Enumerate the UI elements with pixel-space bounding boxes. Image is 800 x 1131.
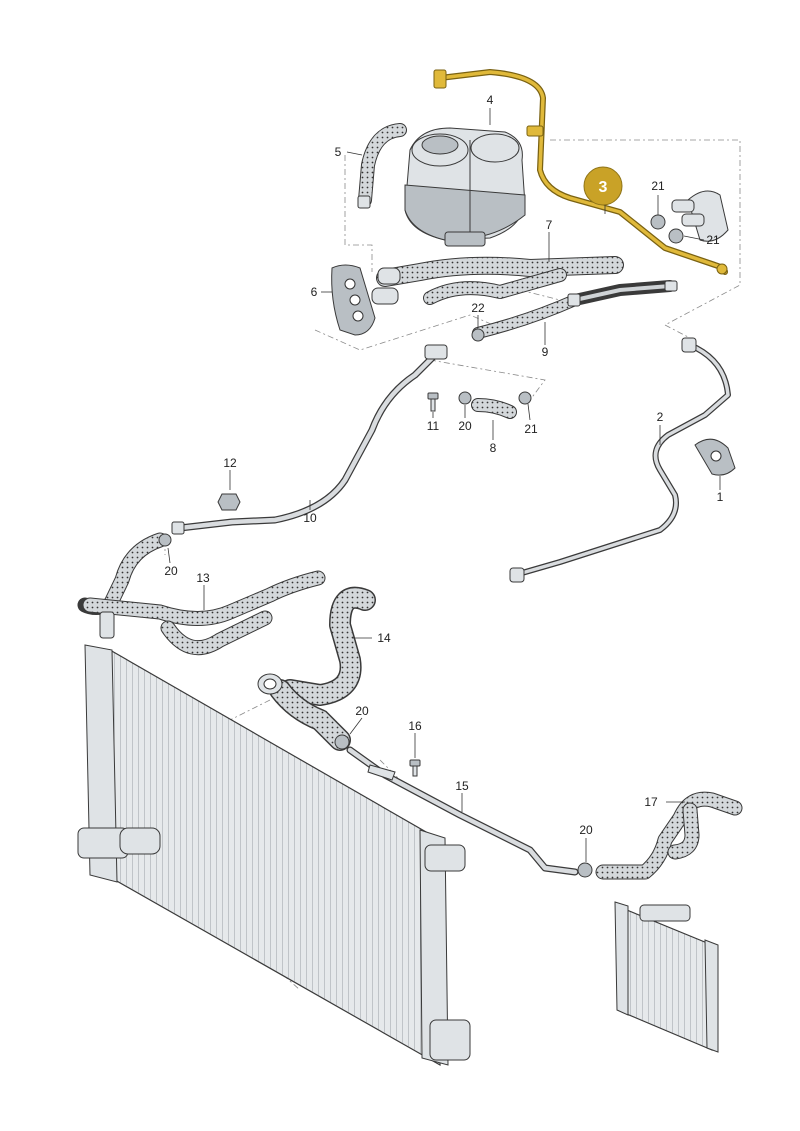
callout-12[interactable]: 12 <box>223 456 237 470</box>
callout-21-mid[interactable]: 21 <box>524 422 538 436</box>
nut-part-12[interactable] <box>217 493 241 511</box>
callout-16[interactable]: 16 <box>408 719 422 733</box>
clamp-22[interactable] <box>471 328 485 342</box>
pipe-part-10[interactable] <box>171 344 448 535</box>
leader-lines <box>167 108 721 862</box>
callout-14[interactable]: 14 <box>377 631 391 645</box>
hose-part-9[interactable] <box>472 280 678 339</box>
callout-20-left[interactable]: 20 <box>164 564 178 578</box>
clamp-20-center[interactable] <box>334 734 350 750</box>
hose-part-8[interactable] <box>471 398 517 419</box>
callout-20-mid[interactable]: 20 <box>458 419 472 433</box>
clamp-21-mid[interactable] <box>518 391 532 405</box>
hose-part-14[interactable] <box>257 586 376 751</box>
clamp-20-mid[interactable] <box>458 391 472 405</box>
callout-1[interactable]: 1 <box>717 490 724 504</box>
auxiliary-radiator[interactable] <box>614 901 719 1053</box>
callout-4[interactable]: 4 <box>487 93 494 107</box>
hose-part-7[interactable] <box>371 256 624 305</box>
callout-13[interactable]: 13 <box>196 571 210 585</box>
callout-20-right[interactable]: 20 <box>579 823 593 837</box>
callout-5[interactable]: 5 <box>335 145 342 159</box>
callout-10[interactable]: 10 <box>303 511 317 525</box>
hose-part-5[interactable] <box>357 123 407 209</box>
callout-9[interactable]: 9 <box>542 345 549 359</box>
callout-2[interactable]: 2 <box>657 410 664 424</box>
callout-badge-3[interactable]: 3 <box>583 166 623 206</box>
hose-part-13[interactable] <box>77 532 326 656</box>
callout-20-center[interactable]: 20 <box>355 704 369 718</box>
callout-7[interactable]: 7 <box>546 218 553 232</box>
hose-part-2[interactable] <box>509 337 731 583</box>
hose-part-17[interactable] <box>595 791 743 880</box>
callout-21-right[interactable]: 21 <box>706 233 720 247</box>
callout-11[interactable]: 11 <box>427 419 440 433</box>
bolt-part-11[interactable] <box>427 392 439 412</box>
bolt-part-16[interactable] <box>409 759 421 777</box>
pipe-part-15[interactable] <box>346 746 579 876</box>
main-radiator[interactable] <box>77 644 471 1067</box>
clamp-20-left[interactable] <box>158 533 172 547</box>
pipe-part-3[interactable] <box>433 69 728 275</box>
clamp-20-right[interactable] <box>577 862 593 878</box>
expansion-tank[interactable] <box>404 127 526 247</box>
callout-6[interactable]: 6 <box>311 285 318 299</box>
gasket-part-6[interactable] <box>331 264 376 336</box>
callout-22[interactable]: 22 <box>471 301 485 315</box>
callout-labels: 1 2 4 5 6 7 8 9 10 11 12 13 14 15 16 17 … <box>164 93 723 837</box>
connector-flange[interactable] <box>671 190 729 242</box>
callout-3: 3 <box>599 179 608 196</box>
callout-17[interactable]: 17 <box>644 795 658 809</box>
bracket-part-1[interactable] <box>694 438 736 476</box>
callout-21-top[interactable]: 21 <box>651 179 665 193</box>
clamp-21-top[interactable] <box>650 214 684 244</box>
callout-8[interactable]: 8 <box>490 441 497 455</box>
callout-15[interactable]: 15 <box>455 779 469 793</box>
